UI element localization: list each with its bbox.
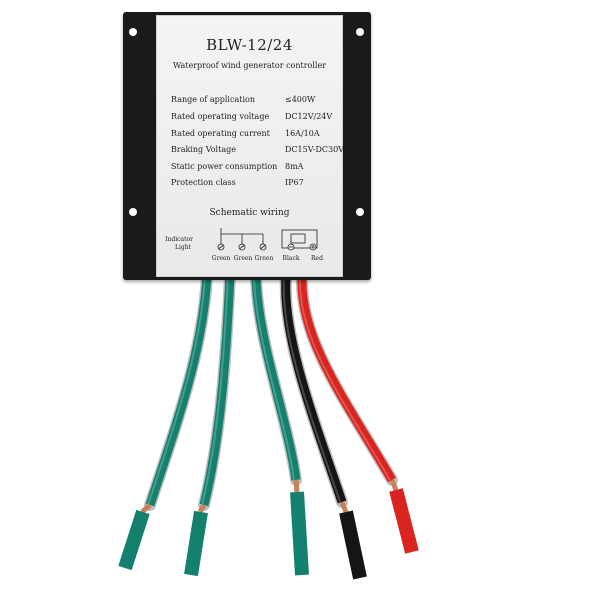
spec-value: DC12V/24V (285, 112, 333, 121)
spec-label: Protection class (171, 178, 236, 187)
wire-insulation (145, 274, 212, 507)
wire-highlight (201, 274, 229, 506)
exposed-copper (140, 503, 152, 514)
red-wire (295, 272, 419, 554)
terminal-label-green: Green (212, 255, 231, 262)
black-wire (279, 272, 367, 580)
mounting-hole (129, 28, 137, 36)
mounting-hole (129, 208, 137, 216)
wire-insulation (199, 274, 235, 507)
schematic-title: Schematic wiring (209, 208, 290, 218)
spec-label: Range of application (171, 95, 255, 104)
exposed-copper (293, 479, 300, 493)
wire-insulation (297, 277, 396, 483)
spec-value: 16A/10A (285, 129, 320, 138)
exposed-copper (389, 479, 399, 491)
green-wire-3 (250, 269, 309, 576)
terminal-label-green: Green (234, 255, 253, 262)
green-wire-2-tip (184, 510, 208, 577)
spec-label: Rated operating voltage (171, 112, 270, 121)
green-wire-1-tip (118, 509, 150, 571)
spec-label: Braking Voltage (171, 145, 236, 154)
spec-row-protection: Protection class IP67 (171, 178, 341, 190)
terminal-label-red: Red (311, 255, 323, 262)
product-subtitle: Waterproof wind generator controller (172, 61, 327, 70)
spec-row-current: Rated operating current 16A/10A (171, 129, 341, 141)
spec-value: DC15V-DC30V (285, 145, 344, 154)
spec-label: Rated operating current (171, 129, 270, 138)
spec-value: 8mA (285, 162, 304, 171)
wire-insulation (251, 274, 301, 481)
wiring-schematic: Indicator Light Green (165, 228, 323, 262)
model-title: BLW-12/24 (206, 36, 293, 54)
terminal-label-green: Green (255, 255, 274, 262)
green-wire-3-tip (290, 491, 309, 576)
wire-highlight (147, 274, 206, 506)
green-wire-1 (118, 269, 213, 571)
wire-highlight (298, 277, 391, 481)
indicator-terminals-diagram (217, 228, 267, 251)
mounting-hole (356, 28, 364, 36)
wire-highlight (253, 274, 295, 481)
green-wire-2 (184, 269, 236, 577)
spec-label-plate: BLW-12/24 Waterproof wind generator cont… (156, 15, 344, 277)
wire-insulation (281, 277, 347, 504)
wire-highlight (282, 277, 341, 503)
spec-row-braking: Braking Voltage DC15V-DC30V (171, 145, 344, 157)
spec-row-static-power: Static power consumption 8mA (171, 162, 341, 174)
spec-label: Static power consumption (171, 162, 278, 171)
spec-value: ≤400W (285, 95, 316, 104)
spec-row-range: Range of application ≤400W (171, 95, 341, 107)
black-wire-tip (339, 510, 367, 580)
generator-terminals-diagram (281, 229, 318, 251)
exposed-copper (197, 503, 207, 514)
exposed-copper (339, 501, 349, 513)
red-wire-tip (389, 488, 419, 554)
indicator-label: Indicator (165, 236, 193, 243)
indicator-label: Light (175, 244, 192, 251)
mounting-hole (356, 208, 364, 216)
terminal-label-black: Black (283, 255, 300, 262)
spec-value: IP67 (285, 178, 304, 187)
spec-row-voltage: Rated operating voltage DC12V/24V (171, 112, 341, 124)
